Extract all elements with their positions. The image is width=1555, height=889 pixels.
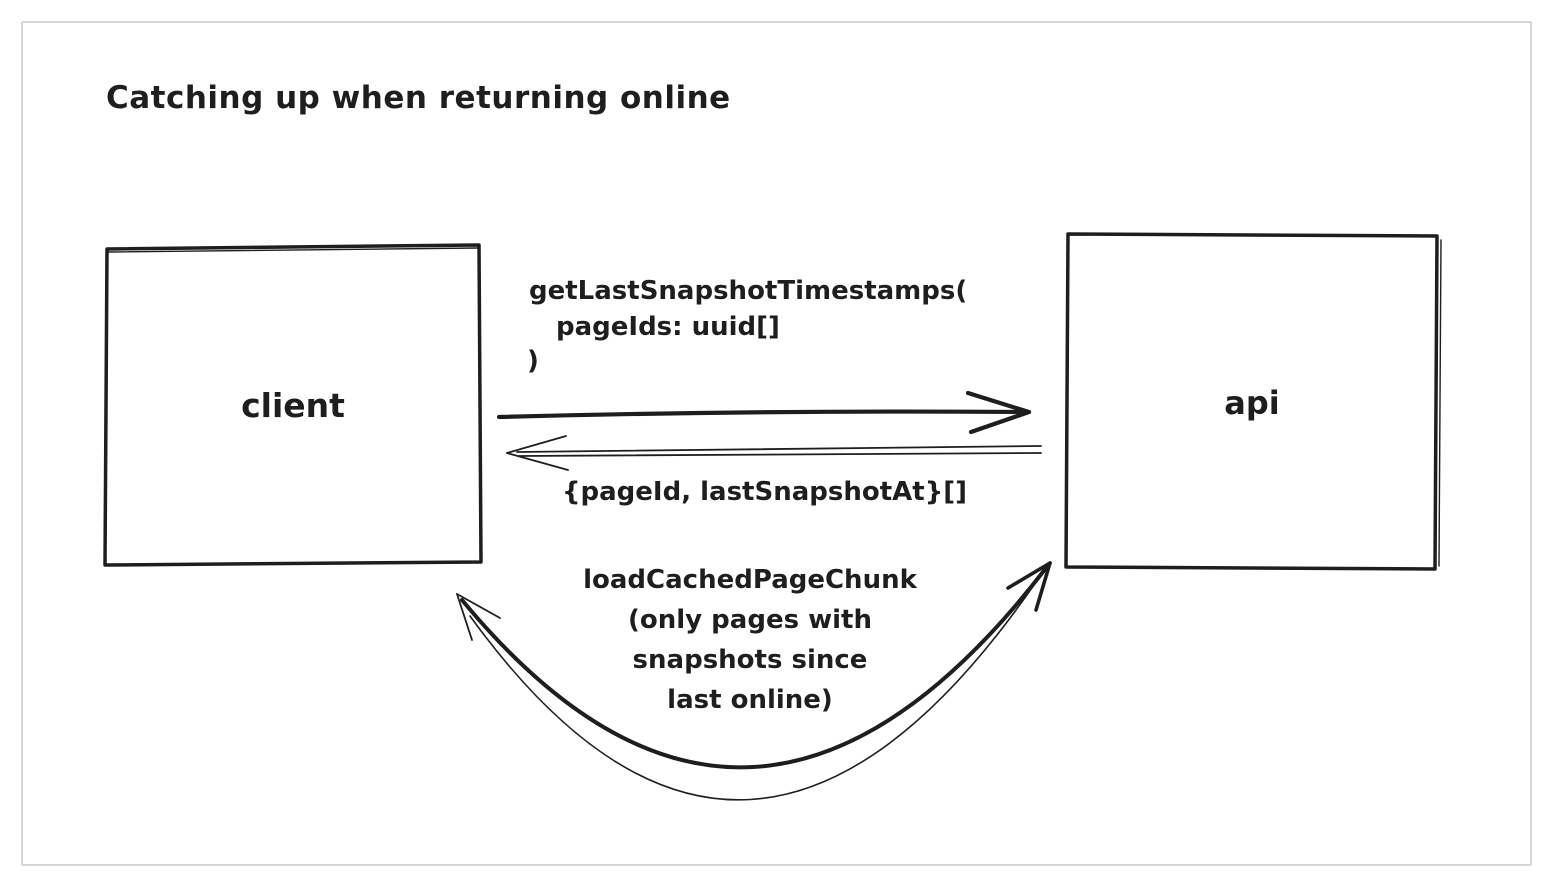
api-node-label: api (1224, 384, 1280, 422)
client-node-label: client (241, 386, 345, 425)
chunk-label-line3: snapshots since (632, 645, 868, 675)
request-arrow (496, 390, 1032, 435)
chunk-arrow (456, 561, 1052, 801)
chunk-label-line1: loadCachedPageChunk (583, 565, 917, 595)
chunk-label-line2: (only pages with (628, 605, 872, 635)
api-node (1064, 232, 1442, 571)
client-node (103, 243, 483, 567)
response-arrow (506, 435, 1042, 471)
chunk-label-line4: last online) (667, 685, 833, 715)
response-label: {pageId, lastSnapshotAt}[] (562, 477, 967, 507)
diagram-frame (21, 21, 1532, 866)
chunk-label: loadCachedPageChunk (only pages with sna… (552, 560, 948, 720)
diagram-title: Catching up when returning online (106, 80, 731, 116)
request-label-line2: pageIds: uuid[] (556, 312, 780, 342)
request-label-line1: getLastSnapshotTimestamps( (529, 276, 968, 306)
request-label-line3: ) (527, 346, 539, 376)
